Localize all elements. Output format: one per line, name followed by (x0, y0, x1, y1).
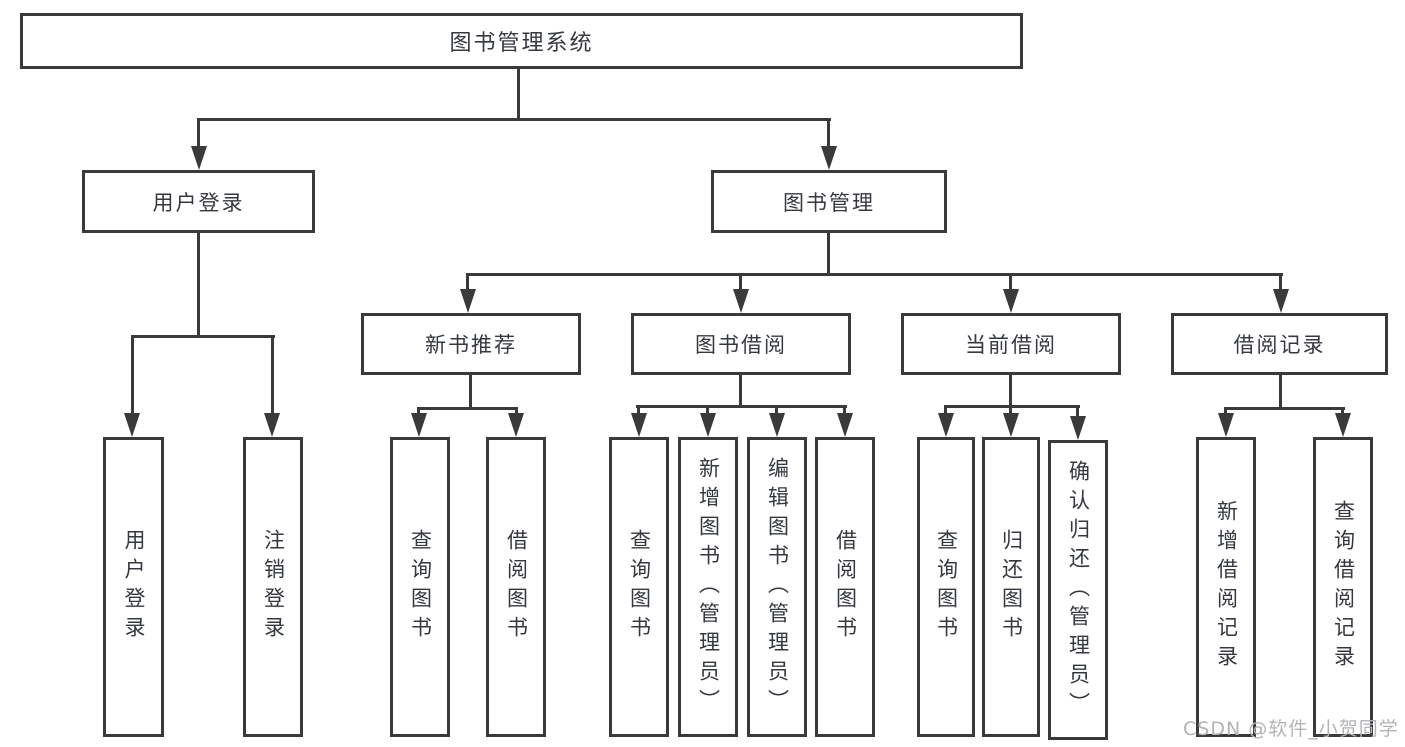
node-current-confirm-return-admin: 确认归还（管理员） (1048, 440, 1108, 740)
node-logout-label: 注销登录 (261, 529, 286, 645)
node-current-query-books: 查询图书 (917, 437, 975, 737)
arrow-down-icon (124, 413, 140, 437)
connector-line (466, 273, 469, 293)
connector-line (775, 405, 778, 415)
arrow-down-icon (769, 413, 785, 437)
connector-line (197, 118, 200, 150)
node-library-system: 图书管理系统 (20, 13, 1023, 69)
node-records-query-record: 查询借阅记录 (1313, 437, 1373, 737)
connector-line (636, 405, 847, 408)
arrow-down-icon (631, 413, 647, 437)
node-current-confirm-return-admin-label: 确认归还（管理员） (1066, 459, 1091, 721)
node-current-borrowing-label: 当前借阅 (965, 333, 1057, 357)
connector-line (1076, 405, 1079, 418)
arrow-down-icon (191, 146, 207, 170)
node-current-borrowing: 当前借阅 (901, 313, 1121, 375)
node-login: 用户登录 (103, 437, 164, 737)
connector-line (417, 407, 420, 417)
connector-line (517, 69, 520, 118)
connector-line (1279, 273, 1282, 293)
arrow-down-icon (1003, 413, 1019, 437)
connector-line (637, 405, 640, 415)
node-book-management-label: 图书管理 (783, 190, 875, 215)
connector-line (1224, 407, 1345, 410)
connector-line (466, 273, 1283, 276)
arrow-down-icon (938, 413, 954, 437)
arrow-down-icon (1335, 413, 1351, 437)
arrow-down-icon (264, 413, 280, 437)
node-current-return-books-label: 归还图书 (999, 529, 1024, 645)
connector-line (1224, 407, 1227, 417)
node-borrowing-edit-books-admin-label: 编辑图书（管理员） (765, 456, 790, 718)
arrow-down-icon (821, 146, 837, 170)
node-borrowing-add-books-admin-label: 新增图书（管理员） (696, 456, 721, 718)
connector-line (706, 405, 709, 415)
node-logout: 注销登录 (243, 437, 303, 737)
arrow-down-icon (700, 413, 716, 437)
node-book-borrowing-label: 图书借阅 (695, 333, 787, 357)
connector-line (944, 405, 947, 415)
connector-line (271, 335, 274, 417)
node-user-login: 用户登录 (82, 170, 315, 233)
arrow-down-icon (411, 413, 427, 437)
connector-line (131, 335, 134, 417)
watermark: CSDN @软件_小贺同学 (1183, 718, 1399, 740)
connector-line (843, 405, 846, 415)
connector-line (417, 407, 518, 410)
node-book-management: 图书管理 (711, 170, 947, 233)
node-book-borrowing: 图书借阅 (631, 313, 851, 375)
node-borrowing-add-books-admin: 新增图书（管理员） (678, 437, 738, 737)
arrow-down-icon (460, 289, 476, 313)
node-records-add-record: 新增借阅记录 (1196, 437, 1256, 737)
node-borrowing-query-books: 查询图书 (609, 437, 669, 737)
connector-line (1009, 405, 1012, 415)
connector-line (739, 273, 742, 293)
connector-line (1009, 375, 1012, 407)
arrow-down-icon (1218, 413, 1234, 437)
connector-line (827, 118, 830, 149)
connector-line (197, 233, 200, 337)
node-borrowing-borrow-books: 借阅图书 (815, 437, 875, 737)
node-login-label: 用户登录 (122, 529, 146, 645)
node-current-query-books-label: 查询图书 (934, 529, 959, 645)
connector-line (197, 118, 831, 121)
node-recommend-borrow-books: 借阅图书 (486, 437, 546, 737)
node-recommend-borrow-books-label: 借阅图书 (504, 529, 529, 645)
node-borrowing-borrow-books-label: 借阅图书 (833, 529, 858, 645)
node-current-return-books: 归还图书 (982, 437, 1040, 737)
node-borrowing-records: 借阅记录 (1171, 313, 1388, 375)
node-records-query-record-label: 查询借阅记录 (1331, 500, 1356, 674)
node-recommend-query-books-label: 查询图书 (408, 529, 433, 645)
arrow-down-icon (1070, 416, 1086, 440)
node-user-login-label: 用户登录 (152, 190, 245, 215)
node-new-book-recommend-label: 新书推荐 (425, 333, 517, 357)
node-records-add-record-label: 新增借阅记录 (1214, 500, 1239, 674)
node-borrowing-query-books-label: 查询图书 (627, 529, 652, 645)
connector-line (131, 335, 275, 338)
connector-line (515, 407, 518, 417)
node-recommend-query-books: 查询图书 (390, 437, 450, 737)
connector-line (1009, 273, 1012, 293)
node-borrowing-records-label: 借阅记录 (1233, 333, 1326, 357)
arrow-down-icon (1003, 289, 1019, 313)
connector-line (827, 233, 830, 275)
arrow-down-icon (837, 413, 853, 437)
node-borrowing-edit-books-admin: 编辑图书（管理员） (747, 437, 807, 737)
connector-line (469, 375, 472, 409)
connector-line (944, 405, 1080, 408)
connector-line (739, 375, 742, 407)
node-library-system-label: 图书管理系统 (449, 31, 594, 56)
connector-line (1279, 375, 1282, 409)
arrow-down-icon (733, 289, 749, 313)
arrow-down-icon (1273, 289, 1289, 313)
node-new-book-recommend: 新书推荐 (361, 313, 581, 375)
arrow-down-icon (508, 413, 524, 437)
connector-line (1341, 407, 1344, 417)
